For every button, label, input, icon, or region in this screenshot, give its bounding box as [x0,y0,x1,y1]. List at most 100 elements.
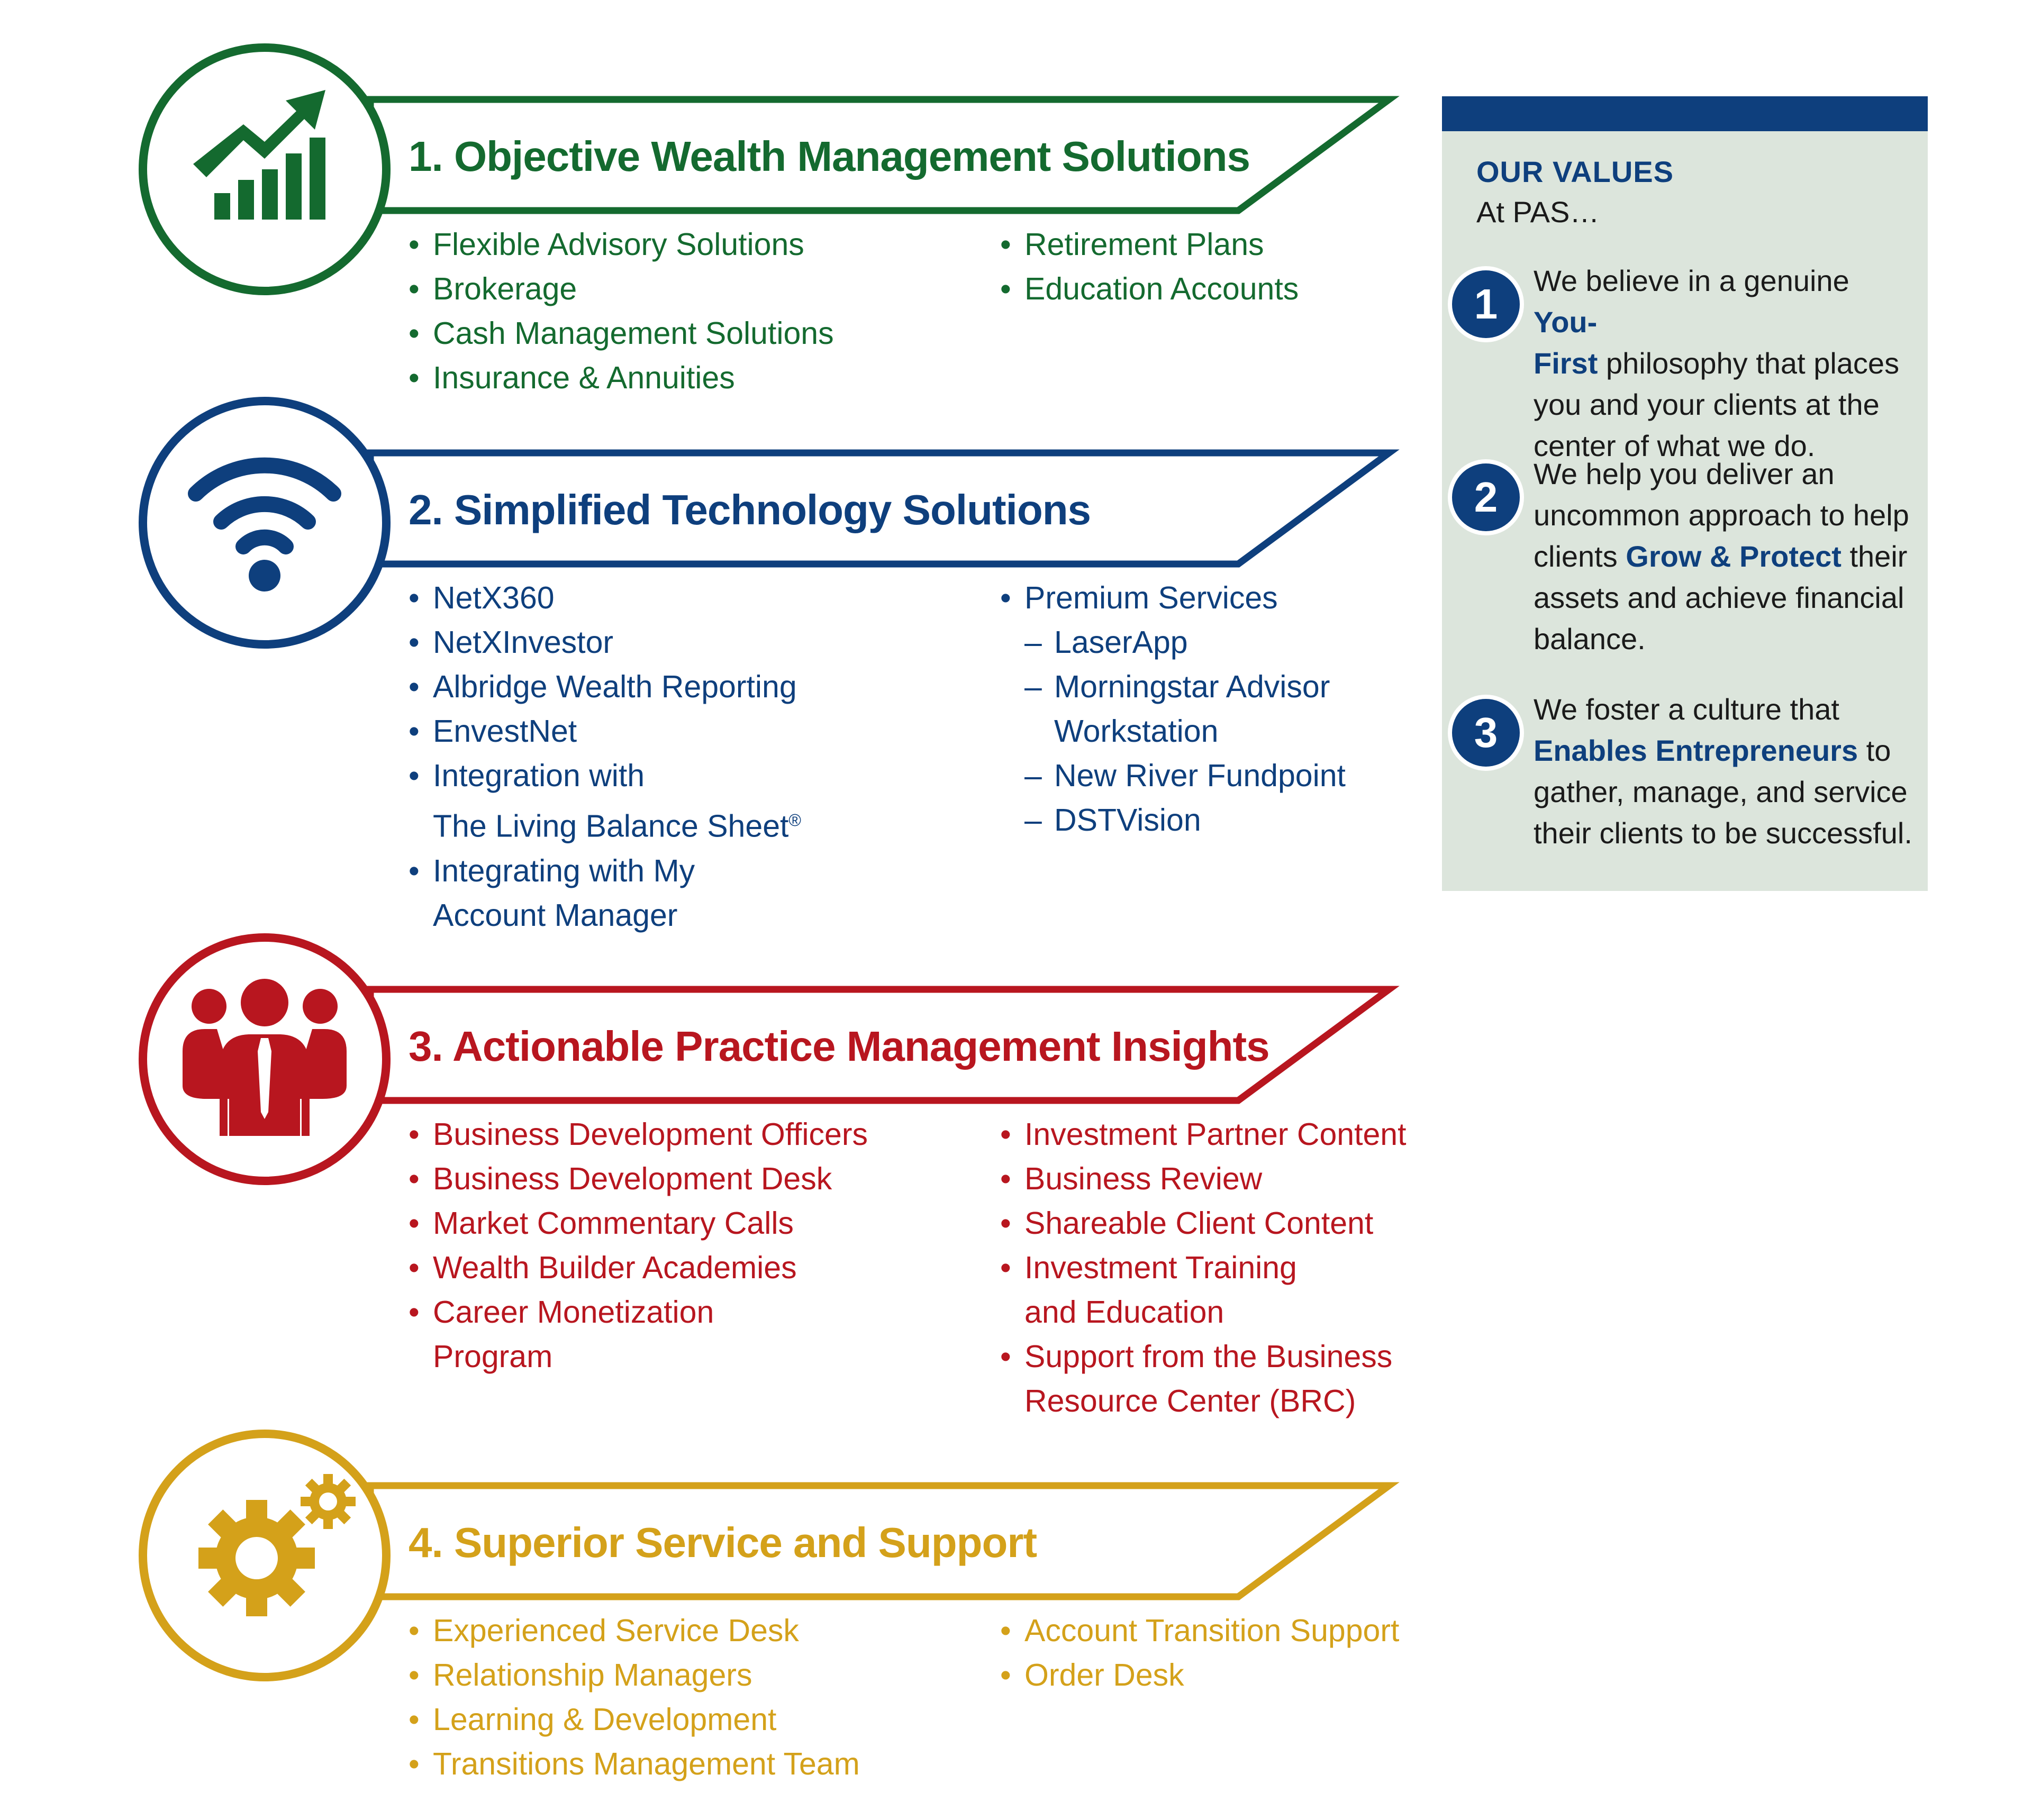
list-item: Cash Management Solutions [409,311,834,356]
gears-icon [198,1474,356,1616]
sub-list-item: –LaserApp [1000,620,1346,665]
text-run: We believe in a genuine [1534,264,1849,297]
emphasis-text: Enables Entrepreneurs [1534,734,1858,767]
list-item: EnvestNet [409,709,801,753]
text-run: We foster a culture that [1534,693,1839,726]
dash-mark: – [1024,758,1042,793]
values-subheading: At PAS… [1476,195,1600,229]
dash-mark: – [1024,803,1042,838]
section-title: 1. Objective Wealth Management Solutions [409,133,1250,180]
list-item: Relationship Managers [409,1653,860,1697]
text-run: their clients to be successful. [1534,816,1912,850]
list-item: Education Accounts [1000,267,1299,311]
text-run: gather, manage, and service [1534,775,1908,808]
bullet-list-right: Retirement Plans Education Accounts [1000,222,1299,311]
bullet-list-right: Investment Partner Content Business Revi… [1000,1112,1406,1423]
number-badge-icon: 2 [1448,459,1524,535]
list-item: Retirement Plans [1000,222,1299,267]
sub-list-item: –Morningstar Advisor [1000,665,1346,709]
section-title: 4. Superior Service and Support [409,1519,1037,1566]
section-practice-management: 3. Actionable Practice Management Insigh… [0,890,1429,1419]
number-badge-icon: 1 [1448,266,1524,342]
list-item-continuation: Account Manager [433,897,678,933]
bullet-list-left: Business Development Officers Business D… [409,1112,868,1379]
list-item-continuation: Resource Center (BRC) [1024,1384,1356,1418]
list-item: Learning & Development [409,1697,860,1742]
list-item: Order Desk [1000,1653,1399,1697]
text-run: philosophy that places [1598,347,1900,380]
section-service-support: 4. Superior Service and Support Experien… [0,1386,1429,1820]
list-item: Business Review [1000,1157,1406,1201]
bullet-list-right: Premium Services –LaserApp –Morningstar … [1000,576,1346,842]
section-technology: 2. Simplified Technology Solutions NetX3… [0,353,1429,935]
value-text: We help you deliver an uncommon approach … [1534,453,1915,660]
panel-header-bar [1442,96,1928,131]
list-item: Account Transition Support [1000,1608,1399,1653]
list-item-continuation: and Education [1024,1295,1224,1330]
list-item: Premium Services [1000,576,1346,620]
list-item: Albridge Wealth Reporting [409,665,801,709]
list-item-text: The Living Balance Sheet [433,808,789,844]
list-item: Wealth Builder Academies [409,1245,868,1290]
list-item-text: LaserApp [1054,625,1188,660]
our-values-panel: OUR VALUES At PAS… 1 We believe in a gen… [1442,96,1928,891]
values-heading: OUR VALUES [1476,155,1674,188]
emphasis-text: First [1534,347,1598,380]
section-wealth-management: 1. Objective Wealth Management Solutions… [0,0,1429,402]
list-item: Market Commentary Calls [409,1201,868,1245]
section-banner [139,397,1400,649]
section-title: 2. Simplified Technology Solutions [409,486,1091,533]
list-item: Integration with [409,753,801,798]
text-run: you and your clients at the [1534,388,1880,421]
list-item: Transitions Management Team [409,1742,860,1786]
section-title: 3. Actionable Practice Management Insigh… [409,1023,1270,1070]
text-run: center of what we do. [1534,429,1816,462]
dash-mark: – [1024,625,1042,660]
value-text: We believe in a genuine You- First philos… [1534,260,1915,467]
list-item: Investment Training [1000,1245,1406,1290]
team-people-icon [183,979,347,1136]
list-item: Business Development Officers [409,1112,868,1157]
list-item: Support from the Business [1000,1334,1406,1379]
list-item: Integrating with My [409,849,801,893]
bullet-list-left: NetX360 NetXInvestor Albridge Wealth Rep… [409,576,801,938]
list-item: Shareable Client Content [1000,1201,1406,1245]
badge-number: 3 [1474,709,1498,756]
list-item-text: Morningstar Advisor [1054,669,1330,704]
list-item-text: DSTVision [1054,803,1201,838]
sub-list-item: –New River Fundpoint [1000,753,1346,798]
list-item: Flexible Advisory Solutions [409,222,834,267]
badge-number: 1 [1474,280,1498,327]
list-item: Investment Partner Content [1000,1112,1406,1157]
text-run: uncommon approach to help [1534,498,1909,532]
text-run: their [1841,540,1908,573]
number-badge-icon: 3 [1448,695,1524,771]
growth-chart-icon [193,90,325,220]
sub-list-item-continuation: Workstation [1054,714,1219,749]
text-run: to [1858,734,1891,767]
bullet-list-left: Flexible Advisory Solutions Brokerage Ca… [409,222,834,400]
list-item: Brokerage [409,267,834,311]
dash-mark: – [1024,669,1042,704]
text-run: balance. [1534,622,1646,656]
list-item: NetX360 [409,576,801,620]
registered-mark: ® [788,811,801,830]
list-item: NetXInvestor [409,620,801,665]
list-item-continuation: Program [433,1339,553,1374]
text-run: We help you deliver an [1534,457,1835,490]
bullet-list-left: Experienced Service Desk Relationship Ma… [409,1608,860,1786]
text-run: assets and achieve financial [1534,581,1904,614]
list-item: Business Development Desk [409,1157,868,1201]
emphasis-text: Grow & Protect [1626,540,1842,573]
bullet-list-right: Account Transition Support Order Desk [1000,1608,1399,1697]
text-run: clients [1534,540,1626,573]
list-item: Insurance & Annuities [409,356,834,400]
list-item: Experienced Service Desk [409,1608,860,1653]
list-item-text: New River Fundpoint [1054,758,1346,793]
sub-list-item: –DSTVision [1000,798,1346,842]
badge-number: 2 [1474,474,1498,521]
list-item: Career Monetization [409,1290,868,1334]
emphasis-text: You- [1534,305,1598,339]
